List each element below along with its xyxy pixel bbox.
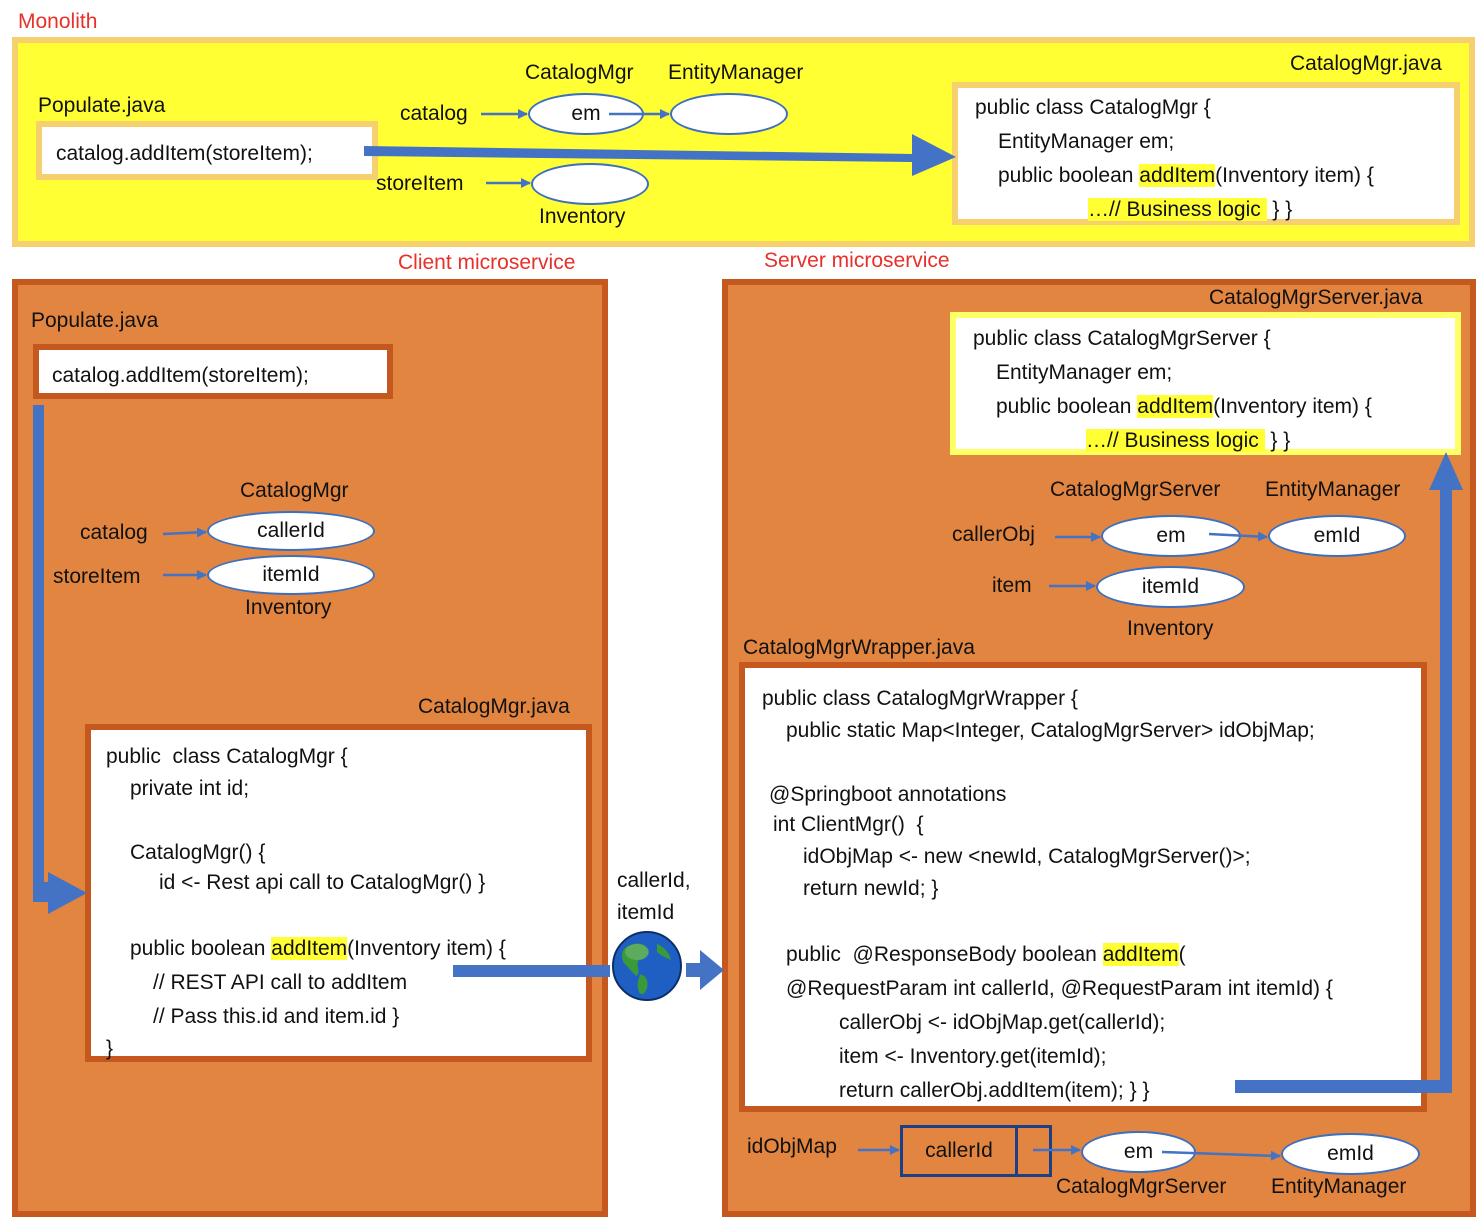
client-title: Client microservice: [398, 251, 576, 274]
bottom-catalogmgrserver-label: CatalogMgrServer: [1056, 1175, 1227, 1198]
client-code-line-4: id <- Rest api call to CatalogMgr() }: [159, 871, 486, 894]
server-business-logic-highlight: …// Business logic: [1086, 429, 1265, 452]
server-catalogmgrserver-filename: CatalogMgrServer.java: [1209, 286, 1423, 309]
bottom-emid-label: emId: [1327, 1142, 1374, 1165]
server-catalogmgrserver-code: public class CatalogMgrServer { EntityMa…: [950, 312, 1461, 455]
client-code-line-1: public class CatalogMgr {: [106, 745, 348, 768]
network-label-itemid: itemId: [617, 901, 675, 924]
bottom-em-label: em: [1123, 1140, 1154, 1163]
monolith-catalogmgr-code: public class CatalogMgr { EntityManager …: [952, 82, 1460, 225]
server-return-arrow: [1235, 452, 1463, 1093]
server-catalogmgrserver-label: CatalogMgrServer: [1050, 478, 1221, 501]
client-additem-highlight: addItem: [271, 937, 348, 960]
client-code-line-2: private int id;: [130, 777, 250, 800]
client-itemid-label: itemId: [262, 563, 320, 586]
client-code-line-5: public boolean addItem(Inventory item) {: [130, 937, 506, 960]
globe-icon: [611, 930, 683, 1002]
client-populate-filename: Populate.java: [31, 309, 159, 332]
client-catalogmgr-oval: callerId: [207, 511, 375, 551]
server-wrapper-code: public class CatalogMgrWrapper { public …: [739, 662, 1427, 1112]
client-to-network-arrow: [453, 965, 610, 977]
wrapper-code-line-1: public class CatalogMgrWrapper {: [762, 687, 1078, 710]
server-entitymanager-label: EntityManager: [1265, 478, 1401, 501]
client-code-line-7: // Pass this.id and item.id }: [153, 1005, 400, 1028]
client-storeitem-label: storeItem: [53, 565, 141, 588]
wrapper-code-line-8: @RequestParam int callerId, @RequestPara…: [786, 977, 1333, 1000]
monolith-inventory-label: Inventory: [539, 205, 626, 228]
network-label-callerid: callerId,: [617, 869, 691, 892]
wrapper-code-line-3: @Springboot annotations: [769, 783, 1007, 806]
wrapper-code-line-9: callerObj <- idObjMap.get(callerId);: [839, 1011, 1166, 1034]
bottom-em-pointer: [1161, 1150, 1281, 1161]
wrapper-code-line-10: item <- Inventory.get(itemId);: [839, 1045, 1107, 1068]
monolith-storeitem-label: storeItem: [376, 172, 464, 195]
wrapper-additem-highlight: addItem: [1102, 943, 1179, 966]
wrapper-code-line-5: idObjMap <- new <newId, CatalogMgrServer…: [803, 845, 1251, 868]
client-catalog-pointer: [162, 527, 207, 538]
server-additem-highlight: addItem: [1137, 395, 1214, 418]
client-inventory-label: Inventory: [245, 596, 332, 619]
client-flow-arrow: [33, 405, 87, 914]
server-title: Server microservice: [764, 249, 950, 272]
monolith-code-line-2: EntityManager em;: [998, 130, 1175, 153]
monolith-catalog-label: catalog: [400, 102, 468, 125]
wrapper-code-line-4: int ClientMgr() {: [773, 813, 924, 836]
client-catalogmgr-filename: CatalogMgr.java: [418, 695, 570, 718]
monolith-populate-filename: Populate.java: [38, 94, 166, 117]
monolith-catalogmgr-filename: CatalogMgr.java: [1290, 52, 1442, 75]
server-item-label: item: [992, 574, 1032, 597]
client-callerid-label: callerId: [257, 519, 325, 542]
client-catalogmgr-label: CatalogMgr: [240, 479, 349, 502]
server-idobjmap-label: idObjMap: [747, 1135, 837, 1158]
monolith-entitymanager-label: EntityManager: [668, 61, 804, 84]
monolith-code-line-3: public boolean addItem(Inventory item) {: [998, 164, 1374, 187]
client-code-line-3: CatalogMgr() {: [130, 841, 266, 864]
network-to-server-arrow: [686, 950, 724, 990]
server-code-line-2: EntityManager em;: [996, 361, 1173, 384]
server-code-line-1: public class CatalogMgrServer {: [973, 327, 1271, 350]
monolith-catalogmgr-label: CatalogMgr: [525, 61, 634, 84]
idobjmap-entry-box: callerId: [900, 1125, 1052, 1177]
server-wrapper-filename: CatalogMgrWrapper.java: [743, 636, 975, 659]
server-em-label: em: [1156, 524, 1186, 547]
client-catalogmgr-code: public class CatalogMgr { private int id…: [85, 724, 592, 1062]
monolith-business-logic-highlight: …// Business logic: [1088, 198, 1267, 221]
server-itemid-label: itemId: [1141, 575, 1200, 598]
bottom-entitymanager-oval: emId: [1281, 1133, 1420, 1175]
server-inventory-oval: itemId: [1096, 566, 1245, 608]
server-code-line-3: public boolean addItem(Inventory item) {: [996, 395, 1372, 418]
client-catalog-label: catalog: [80, 521, 148, 544]
wrapper-code-line-6: return newId; }: [803, 877, 939, 900]
monolith-call-arrow: [364, 134, 956, 176]
idobjmap-callerid-key: callerId: [903, 1128, 1018, 1174]
server-em-pointer: [1208, 531, 1268, 542]
client-inventory-oval: itemId: [207, 555, 375, 595]
client-call-line: catalog.addItem(storeItem);: [52, 364, 309, 387]
monolith-entitymanager-oval: [670, 93, 788, 135]
monolith-em-label: em: [571, 102, 601, 125]
wrapper-code-line-7: public @ResponseBody boolean addItem(: [786, 943, 1186, 966]
client-code-line-8: }: [106, 1037, 114, 1060]
server-entitymanager-oval: emId: [1268, 515, 1406, 557]
monolith-additem-highlight: addItem: [1139, 164, 1216, 187]
bottom-entitymanager-label: EntityManager: [1271, 1175, 1407, 1198]
client-populate-code: catalog.addItem(storeItem);: [33, 344, 393, 399]
monolith-code-line-1: public class CatalogMgr {: [975, 96, 1211, 119]
monolith-call-line: catalog.addItem(storeItem);: [56, 142, 313, 165]
monolith-title: Monolith: [18, 10, 98, 33]
monolith-code-line-4: …// Business logic } }: [1088, 198, 1293, 221]
server-catalogmgrserver-oval: em: [1101, 515, 1241, 557]
server-code-line-4: …// Business logic } }: [1086, 429, 1291, 452]
wrapper-code-line-11: return callerObj.addItem(item); } }: [839, 1079, 1150, 1102]
wrapper-code-line-2: public static Map<Integer, CatalogMgrSer…: [786, 719, 1315, 742]
client-code-line-6: // REST API call to addItem: [153, 971, 408, 994]
server-emid-label: emId: [1313, 524, 1361, 547]
server-callerobj-label: callerObj: [952, 523, 1035, 546]
server-inventory-label: Inventory: [1127, 617, 1214, 640]
monolith-inventory-oval: [531, 163, 649, 205]
